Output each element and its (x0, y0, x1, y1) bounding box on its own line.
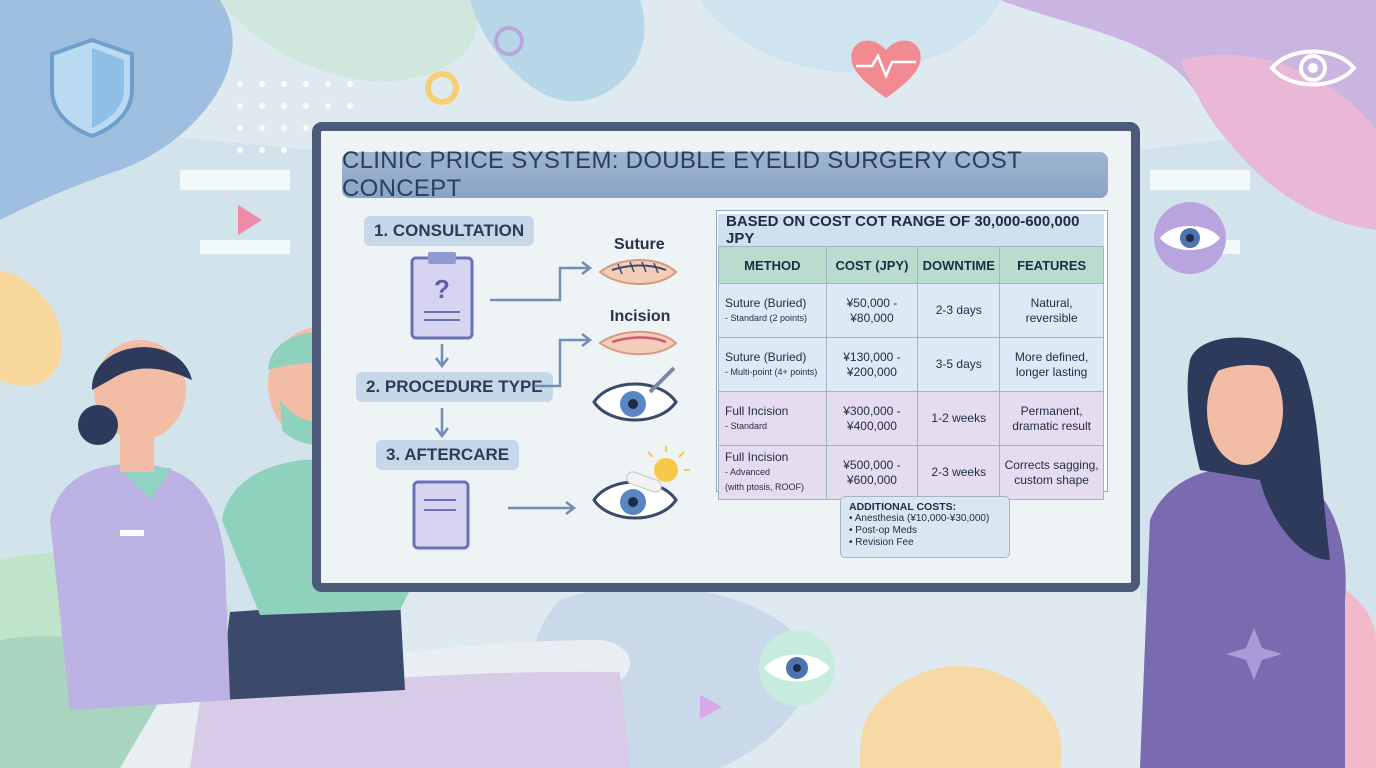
method-name: Suture (Buried) (725, 349, 807, 364)
board-title: CLINIC PRICE SYSTEM: DOUBLE EYELID SURGE… (342, 147, 1108, 202)
heart-pulse-icon (851, 40, 921, 98)
cost-high: ¥80,000 (850, 310, 894, 325)
feature-line-1: Corrects sagging, (1004, 457, 1099, 472)
price-table: METHOD COST (JPY) DOWNTIME FEATURES Sutu… (718, 246, 1104, 500)
feature-line-1: Permanent, (1020, 403, 1083, 418)
method-detail: - Multi-point (4+ points) (725, 366, 818, 377)
method-detail: - Standard (725, 420, 768, 431)
additional-costs-heading: ADDITIONAL COSTS: (849, 501, 957, 513)
column-header-method: METHOD (718, 246, 827, 284)
table-row: Full Incision - Advanced (with ptosis, ROO… (718, 445, 1104, 500)
cost-low: ¥500,000 - (843, 457, 901, 472)
table-row: Suture (Buried) - Standard (2 points) ¥50… (718, 283, 1104, 338)
column-header-cost: COST (JPY) (825, 246, 919, 284)
cost-high: ¥200,000 (846, 364, 897, 379)
column-header-features: FEATURES (999, 246, 1104, 284)
eye-icon-top-right (1269, 49, 1357, 87)
table-row: Suture (Buried) - Multi-point (4+ points)… (718, 337, 1104, 392)
feature-line-2: longer lasting (1015, 364, 1088, 379)
column-header-downtime: DOWNTIME (917, 246, 1001, 284)
eye-badge-right (1154, 202, 1226, 274)
method-detail: - Standard (2 points) (725, 312, 808, 323)
method-name: Suture (Buried) (725, 295, 807, 310)
cost-low: ¥300,000 - (843, 403, 901, 418)
cost-high: ¥400,000 (846, 418, 897, 433)
method-name: Full Incision (725, 450, 789, 464)
feature-line-1: More defined, (1014, 349, 1089, 364)
patient-figure (1140, 337, 1346, 768)
step-aftercare: 3. AFTERCARE (376, 440, 520, 470)
method-name: Full Incision (725, 403, 789, 418)
table-header-row: METHOD COST (JPY) DOWNTIME FEATURES (718, 246, 1104, 284)
healing-eye-icon (592, 446, 690, 520)
feature-line-2: reversible (1025, 310, 1078, 325)
clipboard-aftercare-icon (412, 480, 470, 550)
downtime: 3-5 days (917, 337, 1001, 392)
table-row: Full Incision - Standard ¥300,000 -¥400,0… (718, 391, 1104, 446)
feature-line-1: Natural, (1030, 295, 1073, 310)
downtime: 1-2 weeks (917, 391, 1001, 446)
suture-eye-icon (598, 259, 678, 285)
additional-cost-item: • Revision Fee (849, 537, 914, 548)
nurse-figure (50, 340, 230, 710)
svg-text:?: ? (434, 274, 450, 304)
feature-line-2: dramatic result (1012, 418, 1091, 433)
clipboard-question-icon: ? (410, 252, 474, 340)
cost-low: ¥50,000 - (846, 295, 898, 310)
downtime: 2-3 days (917, 283, 1001, 338)
feature-line-2: custom shape (1014, 472, 1089, 487)
step-consultation: 1. CONSULTATION (364, 216, 535, 246)
additional-cost-item: • Anesthesia (¥10,000-¥30,000) (849, 513, 990, 524)
method-detail-extra: (with ptosis, ROOF) (725, 482, 805, 492)
cost-high: ¥600,000 (846, 472, 897, 487)
additional-costs-box: ADDITIONAL COSTS: • Anesthesia (¥10,000-… (840, 496, 1010, 558)
scalpel-eye-icon (592, 366, 678, 422)
additional-cost-item: • Post-op Meds (849, 525, 917, 536)
eye-badge-bottom (759, 630, 835, 706)
incision-eye-icon (598, 330, 678, 356)
label-incision: Incision (610, 308, 671, 325)
shield-icon (50, 37, 134, 139)
step-procedure-type: 2. PROCEDURE TYPE (356, 372, 553, 402)
label-suture: Suture (614, 236, 665, 253)
price-range-heading: BASED ON COST COT RANGE OF 30,000-600,00… (718, 213, 1104, 247)
method-detail: - Advanced (725, 467, 771, 477)
downtime: 2-3 weeks (917, 445, 1001, 500)
cost-low: ¥130,000 - (843, 349, 901, 364)
